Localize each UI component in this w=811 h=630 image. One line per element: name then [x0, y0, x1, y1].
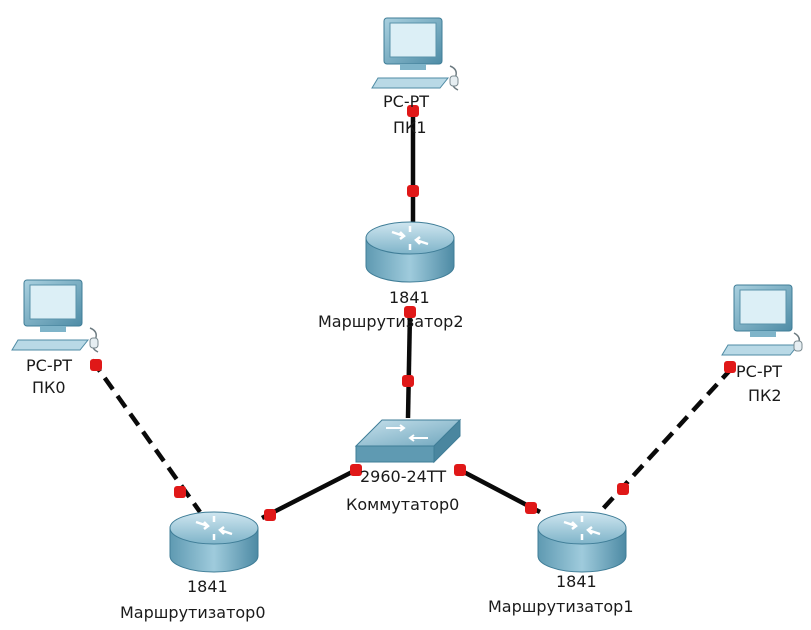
pc0-model-label: PC-PT [26, 356, 73, 375]
router-icon [365, 221, 455, 283]
pc-icon [11, 279, 99, 353]
router0-model-label: 1841 [187, 577, 228, 596]
port-status-indicator [407, 185, 419, 197]
port-status-indicator [350, 464, 362, 476]
link-r2-sw0[interactable] [405, 311, 413, 419]
port-status-indicator [264, 509, 276, 521]
pc2-model-label: PC-PT [736, 362, 783, 381]
device-pc0[interactable] [11, 279, 99, 353]
router2-name-label: Маршрутизатор2 [318, 312, 464, 331]
port-status-indicator [174, 486, 186, 498]
router2-model-label: 1841 [389, 288, 430, 307]
port-status-indicator [724, 361, 736, 373]
port-status-indicator [402, 375, 414, 387]
router1-name-label: Маршрутизатор1 [488, 597, 634, 616]
port-status-indicator [617, 483, 629, 495]
pc-icon [721, 284, 803, 356]
port-status-indicator [404, 306, 416, 318]
device-router0[interactable] [169, 511, 259, 573]
device-pc1[interactable] [371, 17, 459, 91]
router-icon [169, 511, 259, 573]
pc1-model-label: PC-PT [383, 92, 430, 111]
device-router1[interactable] [537, 511, 627, 573]
router1-model-label: 1841 [556, 572, 597, 591]
port-status-indicator [454, 464, 466, 476]
router-icon [537, 511, 627, 573]
device-switch0[interactable] [354, 418, 462, 464]
pc2-name-label: ПК2 [748, 386, 782, 405]
port-status-indicator [525, 502, 537, 514]
device-router2[interactable] [365, 221, 455, 283]
port-status-indicator [90, 359, 102, 371]
pc0-name-label: ПК0 [32, 378, 66, 397]
port-status-indicator [407, 105, 419, 117]
device-pc2[interactable] [721, 284, 803, 356]
pc-icon [371, 17, 459, 91]
switch0-name-label: Коммутатор0 [346, 495, 460, 514]
link-sw0-r0[interactable] [260, 467, 358, 521]
switch-icon [354, 418, 462, 464]
pc1-name-label: ПК1 [393, 118, 427, 137]
router0-name-label: Маршрутизатор0 [120, 603, 266, 622]
switch0-model-label: 2960-24TT [360, 467, 447, 486]
